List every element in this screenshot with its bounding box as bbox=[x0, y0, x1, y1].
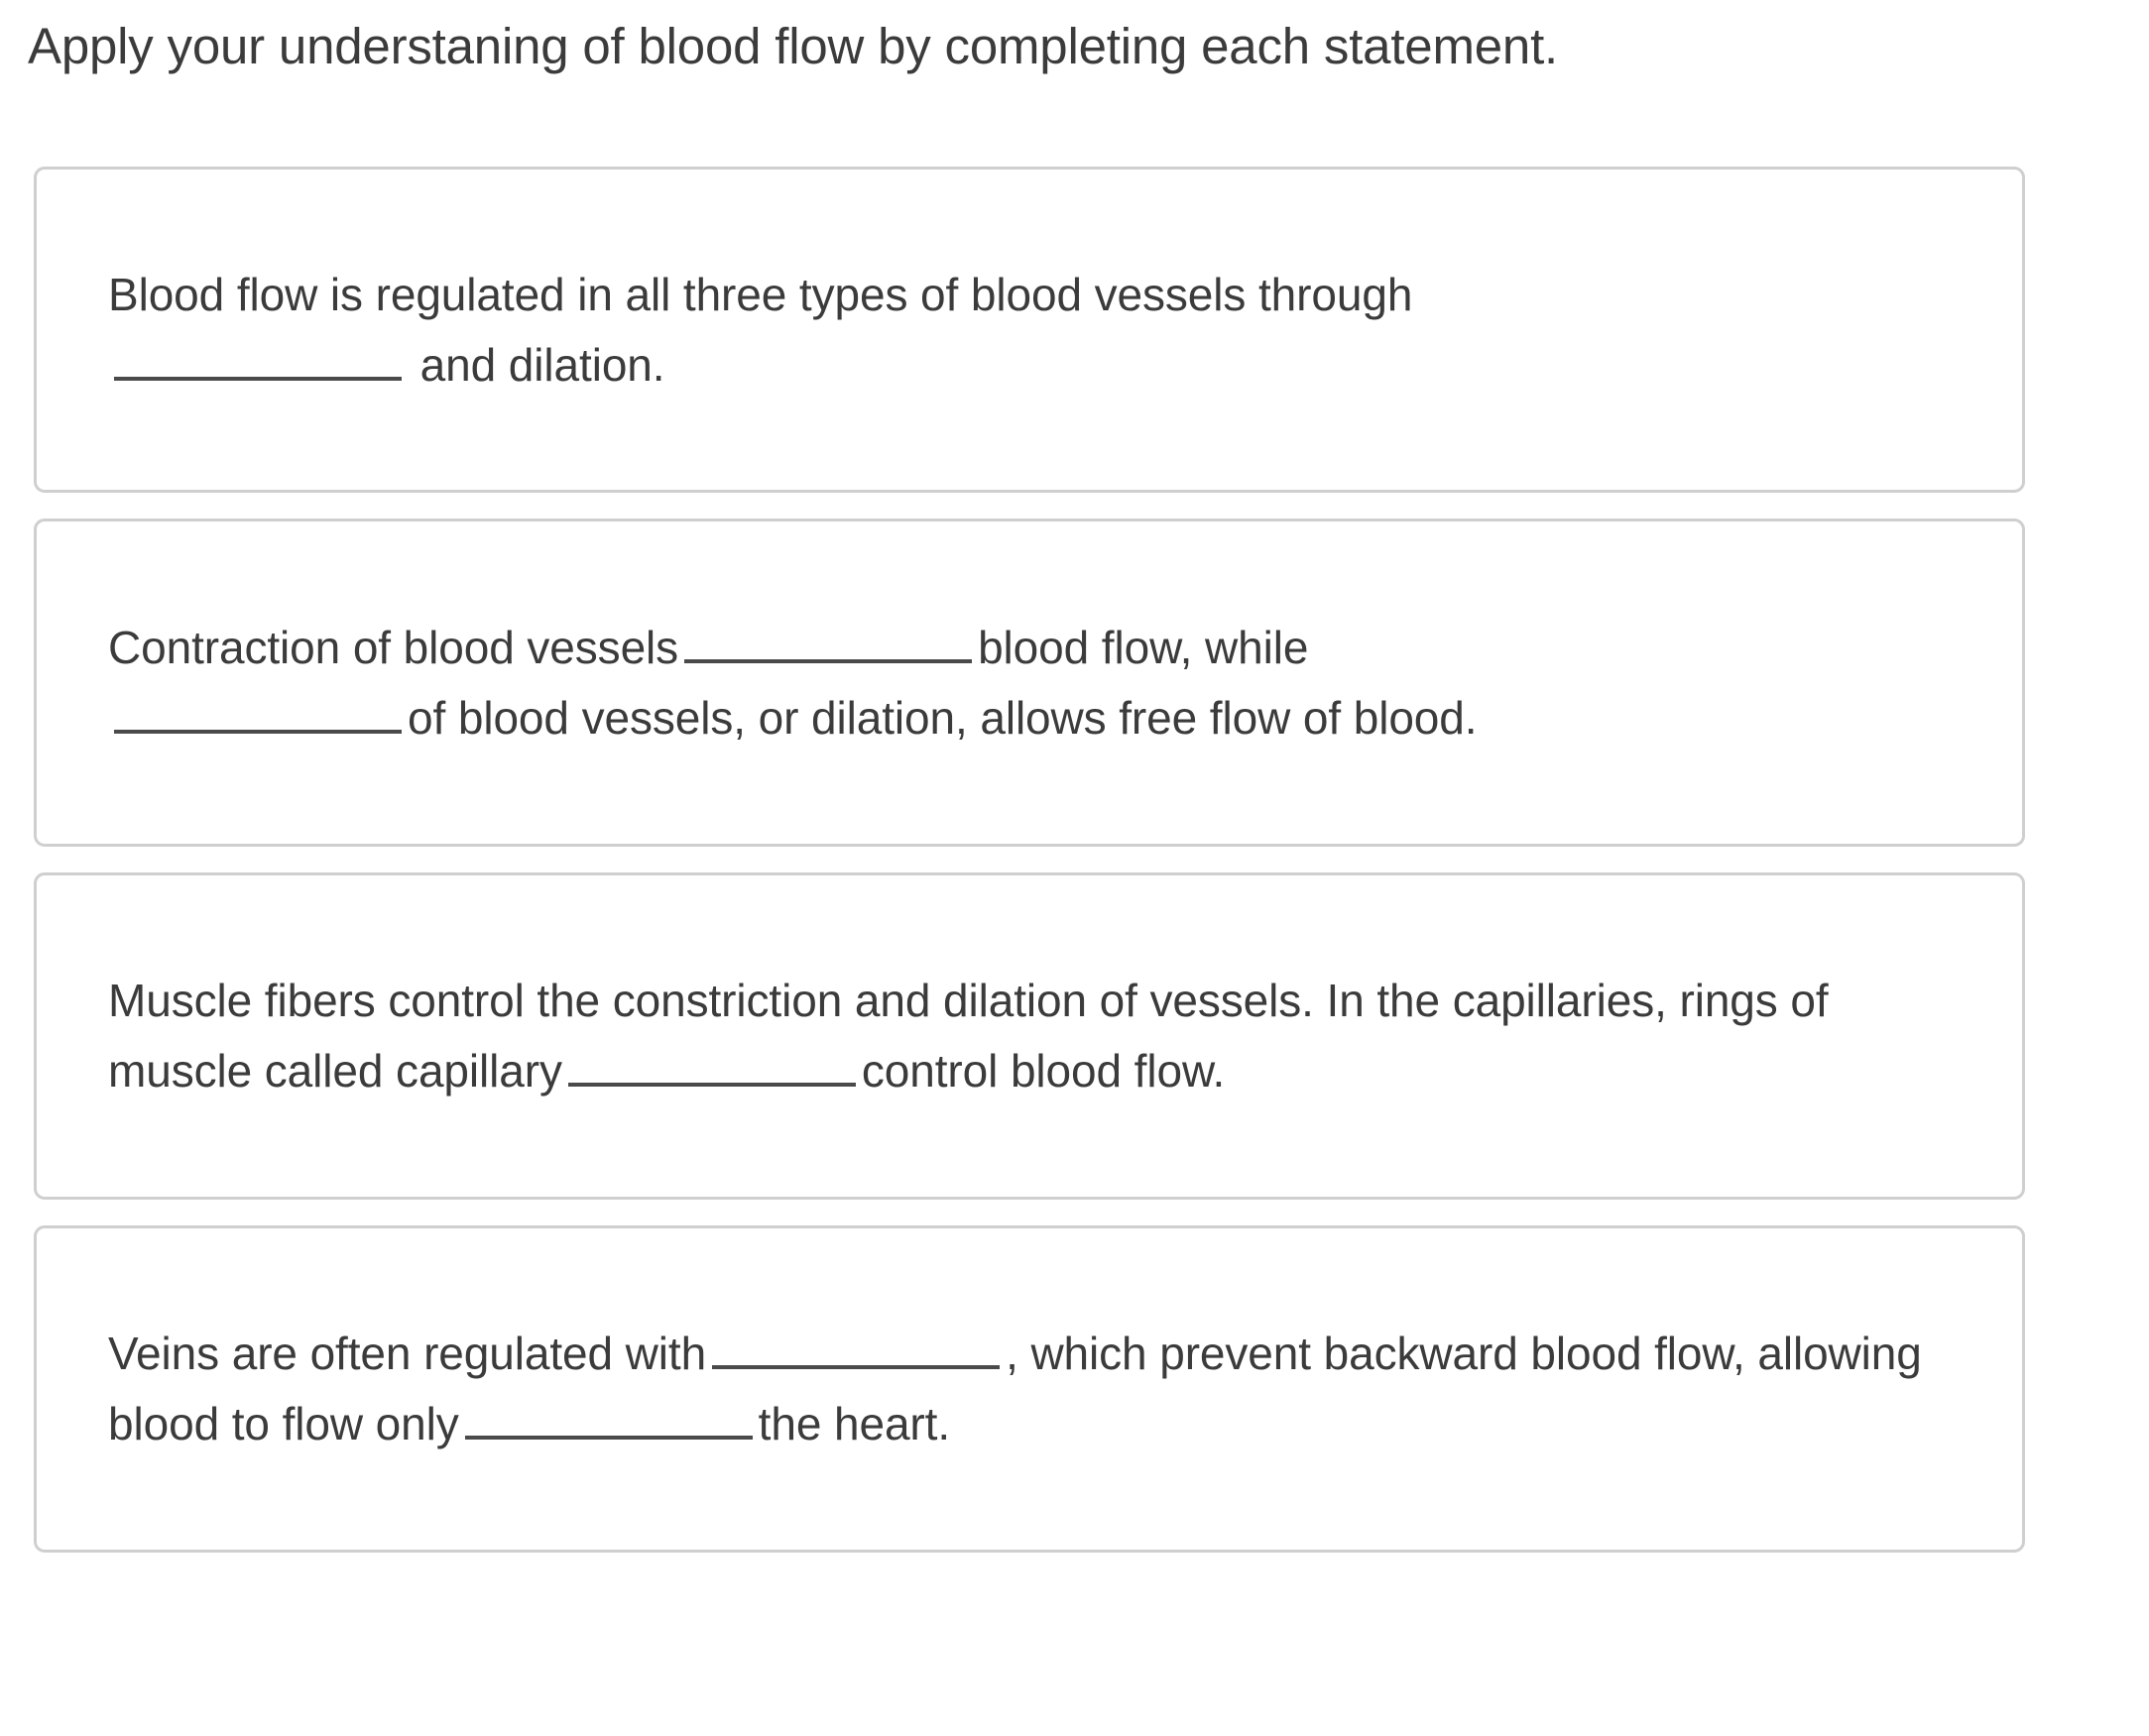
statement-card-4[interactable]: Veins are often regulated with, which pr… bbox=[34, 1225, 2025, 1553]
statement-text-1: Blood flow is regulated in all three typ… bbox=[108, 260, 1982, 401]
statement-text-4: Veins are often regulated with, which pr… bbox=[108, 1319, 1982, 1459]
blank-input-4[interactable] bbox=[567, 1041, 856, 1087]
blank-input-1[interactable] bbox=[114, 334, 402, 381]
blank-input-6[interactable] bbox=[464, 1394, 753, 1440]
statement-1-segment-1: Blood flow is regulated in all three typ… bbox=[108, 268, 1413, 320]
statement-3-segment-1: Muscle fibers control the constriction a… bbox=[108, 975, 1829, 1097]
statement-card-1[interactable]: Blood flow is regulated in all three typ… bbox=[34, 167, 2025, 493]
statement-3-segment-2: control blood flow. bbox=[861, 1045, 1226, 1097]
statement-4-segment-2: , which prevent backward blood flow, all… bbox=[108, 1328, 1922, 1449]
statement-text-3: Muscle fibers control the constriction a… bbox=[108, 966, 1982, 1106]
statement-list: Blood flow is regulated in all three typ… bbox=[34, 167, 2025, 1578]
statement-4-segment-3: the heart. bbox=[758, 1398, 951, 1449]
statement-2-segment-2: blood flow, while bbox=[978, 621, 1309, 673]
statement-card-3[interactable]: Muscle fibers control the constriction a… bbox=[34, 872, 2025, 1200]
blank-input-3[interactable] bbox=[114, 687, 402, 734]
statement-2-segment-1: Contraction of blood vessels bbox=[108, 621, 679, 673]
statement-1-segment-2: and dilation. bbox=[408, 338, 665, 391]
blank-input-2[interactable] bbox=[684, 617, 973, 663]
statement-4-segment-1: Veins are often regulated with bbox=[108, 1328, 707, 1379]
page-title: Apply your understaning of blood flow by… bbox=[28, 18, 1559, 74]
statement-card-2[interactable]: Contraction of blood vessels blood flow, … bbox=[34, 519, 2025, 847]
statement-2-segment-3: of blood vessels, or dilation, allows fr… bbox=[408, 691, 1478, 744]
blank-input-5[interactable] bbox=[712, 1324, 1001, 1369]
statement-text-2: Contraction of blood vessels blood flow, … bbox=[108, 613, 1982, 753]
